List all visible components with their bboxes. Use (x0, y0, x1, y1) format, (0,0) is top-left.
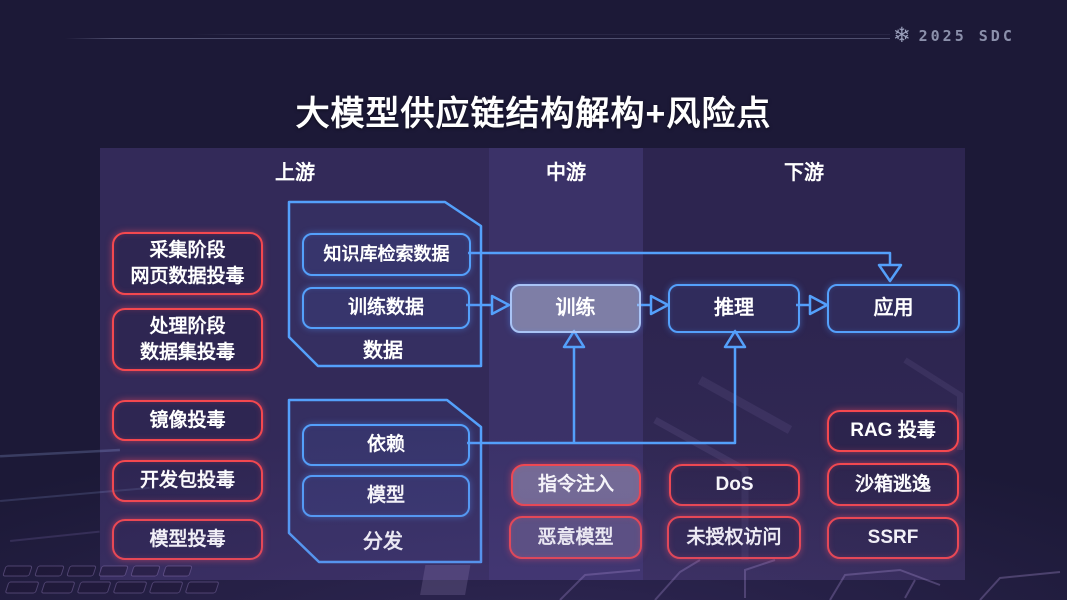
arrowhead-up-inference (723, 329, 747, 349)
risk-box-rag-poisoning: RAG 投毒 (827, 410, 959, 452)
node-training-data: 训练数据 (302, 287, 470, 329)
risk-box-process-stage: 处理阶段 数据集投毒 (112, 308, 263, 371)
connector-kb-to-app (468, 251, 892, 265)
connector-dep-to-inference (467, 347, 737, 445)
column-midstream-bg (489, 148, 643, 580)
risk-box-sandbox-escape: 沙箱逃逸 (827, 463, 959, 506)
risk-box-model-poisoning: 模型投毒 (112, 519, 263, 560)
data-group-caption: 数据 (363, 340, 403, 362)
risk-box-ssrf: SSRF (827, 517, 959, 559)
node-model: 模型 (302, 475, 470, 517)
column-upstream-bg (100, 148, 489, 580)
column-downstream-bg (643, 148, 965, 580)
risk-box-unauthorized-access: 未授权访问 (667, 516, 801, 559)
risk-box-malicious-model: 恶意模型 (509, 516, 642, 559)
header-divider (65, 38, 890, 39)
node-kb-retrieval-data: 知识库检索数据 (302, 233, 471, 276)
brand: ❄ 2025 SDC (893, 25, 1015, 46)
risk-box-prompt-injection: 指令注入 (511, 464, 641, 506)
header-divider-faint (190, 34, 890, 35)
pipeline-application: 应用 (827, 284, 960, 333)
arrowhead-up-train (562, 329, 586, 349)
risk-box-dos: DoS (669, 464, 800, 506)
arrowhead-right-app (808, 294, 829, 316)
arrowhead-right-inference (649, 294, 670, 316)
brand-text: 2025 SDC (918, 26, 1015, 45)
snowflake-icon: ❄ (893, 24, 911, 47)
arrowhead-right-train (490, 294, 511, 316)
column-label-upstream: 上游 (275, 162, 315, 184)
node-dependency: 依赖 (302, 424, 470, 466)
pipeline-inference: 推理 (668, 284, 800, 333)
column-label-midstream: 中游 (546, 162, 586, 184)
risk-box-devpackage-poisoning: 开发包投毒 (112, 460, 263, 502)
column-label-downstream: 下游 (784, 162, 824, 184)
dist-group-caption: 分发 (363, 531, 403, 553)
risk-box-mirror-poisoning: 镜像投毒 (112, 400, 263, 441)
dist-group-outline (287, 398, 483, 564)
page-title: 大模型供应链结构解构+风险点 (295, 95, 772, 133)
data-group-outline (287, 200, 483, 368)
risk-box-collect-stage: 采集阶段 网页数据投毒 (112, 232, 263, 295)
arrowhead-down-app (877, 263, 903, 283)
pipeline-train: 训练 (510, 284, 641, 333)
